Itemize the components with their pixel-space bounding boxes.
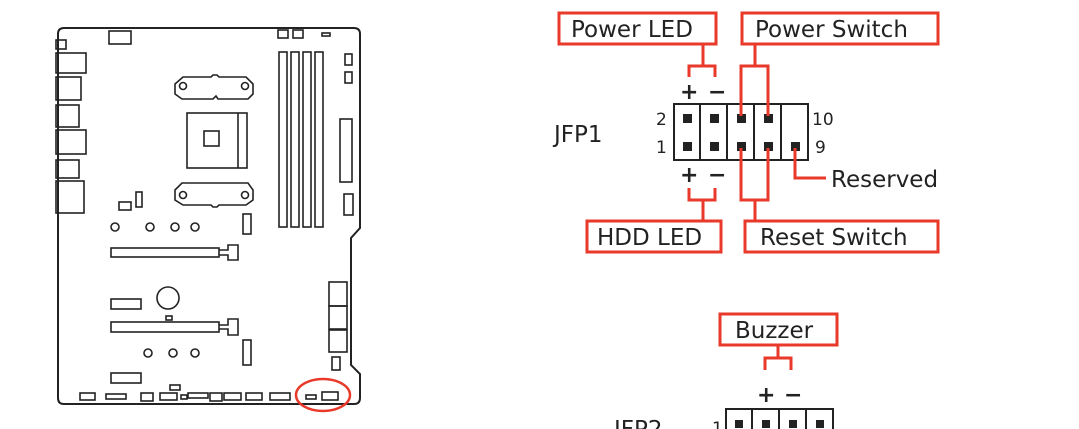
jfp1-title: JFP1 [552, 122, 603, 148]
power-led-label: Power LED [571, 17, 693, 43]
jfp2-header [725, 408, 834, 429]
buzzer-label-box [718, 312, 839, 347]
pin-number-9: 9 [815, 138, 826, 158]
jfp2-pin-number-1: 1 [712, 419, 723, 429]
pin-number-2: 2 [656, 110, 667, 130]
hdd-led-plus: + [680, 163, 698, 188]
power-led-minus: − [708, 80, 726, 105]
pin-number-10: 10 [812, 110, 834, 130]
power-led-plus: + [680, 80, 698, 105]
reserved-label: Reserved [831, 167, 938, 193]
jfp2-title: JFP2 [612, 417, 663, 429]
reset-switch-label-box [743, 219, 940, 254]
power-switch-label: Power Switch [755, 17, 908, 43]
power-switch-label-box [740, 11, 940, 46]
hdd-led-label-box [585, 219, 723, 254]
buzzer-plus: + [757, 383, 775, 408]
reset-switch-label: Reset Switch [760, 225, 908, 251]
jfp1-pins [683, 114, 800, 151]
buzzer-minus: − [784, 383, 802, 408]
hdd-led-label: HDD LED [597, 225, 702, 251]
leader-lines [687, 45, 826, 370]
buzzer-label: Buzzer [735, 318, 814, 344]
pin-number-1: 1 [656, 138, 667, 158]
power-led-label-box [557, 11, 718, 46]
motherboard-outline [55, 27, 361, 405]
jfp-location-highlight [294, 377, 352, 413]
hdd-led-minus: − [708, 163, 726, 188]
